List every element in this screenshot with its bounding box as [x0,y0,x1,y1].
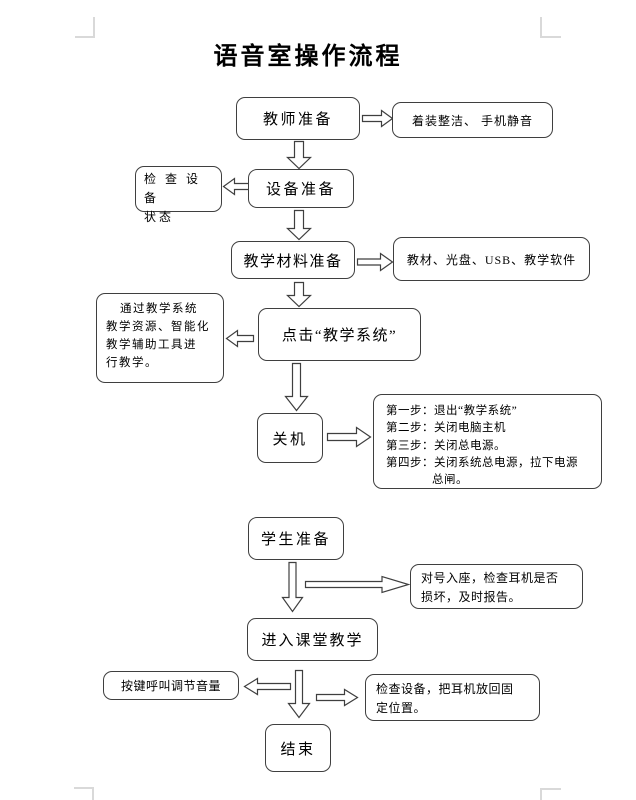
note-line: 教学资源、智能化 [106,321,210,334]
flow-note-volume: 按键呼叫调节音量 [103,671,239,700]
note-line: 损坏，及时报告。 [421,590,522,605]
arrow-right-icon [361,109,394,128]
crop-mark-top-left [75,17,95,38]
flow-note-shutdown-steps: 第一步：退出“教学系统” 第二步：关闭电脑主机 第三步：关闭总电源。 第四步：关… [373,394,602,489]
flow-node-label: 设备准备 [265,182,336,198]
flow-node-teacher-prep: 教师准备 [236,97,360,140]
arrow-right-icon [304,575,411,594]
flow-node-device-prep: 设备准备 [248,169,354,208]
note-line: 检查设备，把耳机放回固 [376,682,514,696]
arrow-down-icon [287,669,311,719]
flow-note-label: 教材、光盘、USB、教学软件 [406,252,577,267]
note-line: 第三步：关闭总电源。 [386,439,506,452]
flow-note-label: 按键呼叫调节音量 [120,679,221,693]
flow-node-label: 教师准备 [262,112,333,128]
arrow-left-icon [243,677,292,696]
arrow-down-icon [286,140,312,170]
flow-node-student-prep: 学生准备 [248,517,344,560]
arrow-left-icon [222,177,251,196]
flow-note-seat-check: 对号入座，检查耳机是否 损坏，及时报告。 [410,564,583,609]
arrow-down-icon [286,209,312,241]
arrow-down-icon [284,362,309,412]
crop-mark-top-right [540,17,561,38]
page-title: 语音室操作流程 [213,44,403,70]
arrow-left-icon [225,329,255,348]
note-line: 总闸。 [432,474,468,486]
flow-note-attire: 着装整洁、 手机静音 [392,102,553,138]
note-line: 检 查 设 备 [144,172,202,206]
flow-node-click-system: 点击“教学系统” [258,308,421,361]
note-line: 通过教学系统 [120,303,198,315]
flow-note-materials: 教材、光盘、USB、教学软件 [393,237,590,281]
note-line: 第二步：关闭电脑主机 [386,422,506,435]
flow-note-label: 着装整洁、 手机静音 [411,113,533,128]
arrow-right-icon [326,426,372,448]
flow-node-material-prep: 教学材料准备 [231,241,355,279]
note-line: 行教学。 [106,357,158,370]
arrow-right-icon [315,688,359,707]
flow-node-label: 进入课堂教学 [261,633,364,649]
flow-node-label: 关机 [272,431,308,448]
note-line: 第四步：关闭系统总电源，拉下电源 [386,456,578,469]
arrow-right-icon [356,252,394,272]
crop-mark-bottom-left [74,787,94,800]
note-line: 状态 [144,210,175,225]
flow-node-end: 结束 [265,724,331,772]
flow-node-label: 学生准备 [260,532,331,548]
flow-note-check-device: 检 查 设 备 状态 [135,166,222,224]
flow-node-label: 点击“教学系统” [281,328,398,344]
flow-note-return-headset: 检查设备，把耳机放回固 定位置。 [365,674,540,721]
flow-node-enter-class: 进入课堂教学 [247,618,378,661]
note-line: 教学辅助工具进 [106,339,197,352]
arrow-down-icon [281,561,304,613]
flow-note-via-system: 通过教学系统 教学资源、智能化 教学辅助工具进 行教学。 [96,293,224,383]
arrow-down-icon [286,281,312,308]
crop-mark-bottom-right [540,788,561,800]
flow-node-label: 教学材料准备 [243,253,343,270]
flow-node-label: 结束 [280,741,316,758]
note-line: 对号入座，检查耳机是否 [421,571,559,585]
flow-node-shutdown: 关机 [257,413,323,463]
note-line: 定位置。 [376,701,427,716]
note-line: 第一步：退出“教学系统” [386,405,518,417]
